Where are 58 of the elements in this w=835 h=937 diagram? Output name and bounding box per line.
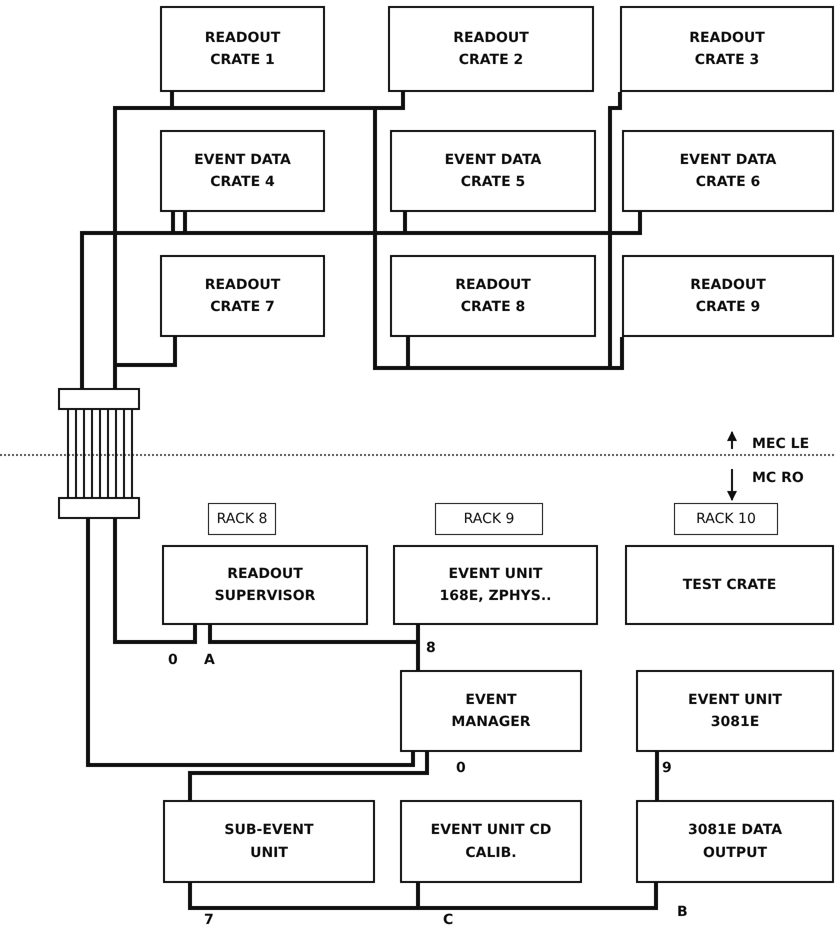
port-label: B — [677, 904, 688, 920]
port-label: 7 — [204, 912, 214, 928]
port-label: 9 — [662, 760, 672, 776]
node-label: EVENT UNIT CD CALIB. — [430, 821, 552, 862]
crate-box — [160, 6, 325, 92]
connector-block — [58, 497, 140, 519]
node-label: READOUT SUPERVISOR — [214, 564, 316, 606]
node-label: EVENT UNIT 168E, ZPHYS.. — [438, 564, 552, 606]
port-label: 0 — [168, 652, 178, 668]
crate-box — [160, 255, 325, 337]
node-label: EVENT UNIT 3081E — [687, 690, 783, 732]
rack-label — [208, 503, 276, 535]
rack-label — [674, 503, 778, 535]
port-label: A — [204, 652, 215, 668]
port-label: 0 — [456, 760, 466, 776]
crate-box — [160, 130, 325, 212]
bus-line — [86, 519, 415, 767]
crate-box — [625, 545, 834, 625]
bus-line — [113, 519, 197, 644]
crate-box — [390, 130, 596, 212]
bus-line — [188, 752, 429, 800]
node-label: SUB-EVENT UNIT — [223, 821, 315, 862]
port-label: 8 — [426, 640, 436, 656]
crate-box — [393, 545, 598, 625]
node-label: TEST CRATE — [682, 576, 778, 595]
node-label: READOUT CRATE 1 — [204, 28, 282, 70]
node-label: READOUT CRATE 9 — [689, 276, 767, 317]
crate-box — [622, 255, 834, 337]
node-label: EVENT DATA CRATE 4 — [193, 150, 292, 192]
bus-line — [655, 752, 659, 800]
crate-box — [400, 670, 582, 752]
node-label: EVENT MANAGER — [450, 690, 532, 732]
rack-label — [435, 503, 543, 535]
node-label: READOUT CRATE 8 — [454, 276, 532, 317]
crate-box — [390, 255, 596, 337]
region-label: MC RO — [752, 470, 804, 486]
crate-box — [622, 130, 834, 212]
node-label: RACK 9 — [462, 510, 516, 529]
crate-box — [636, 800, 834, 883]
crate-box — [636, 670, 834, 752]
region-label: MEC LE — [752, 436, 810, 452]
node-label: EVENT DATA CRATE 5 — [444, 150, 542, 192]
node-label: READOUT CRATE 2 — [452, 28, 530, 70]
crate-box — [400, 800, 582, 883]
port-label: C — [443, 912, 454, 928]
crate-box — [162, 545, 368, 625]
node-label: EVENT DATA CRATE 6 — [678, 150, 778, 192]
crate-box — [163, 800, 375, 883]
bus-line — [67, 409, 133, 498]
node-label: READOUT CRATE 7 — [204, 276, 282, 317]
node-label: 3081E DATA OUTPUT — [686, 821, 784, 862]
bus-line — [416, 883, 658, 910]
node-label: RACK 10 — [695, 510, 757, 529]
crate-box — [620, 6, 834, 92]
node-label: READOUT CRATE 3 — [688, 28, 766, 70]
crate-box — [388, 6, 594, 92]
node-label: RACK 8 — [216, 510, 268, 529]
connector-block — [58, 388, 140, 410]
